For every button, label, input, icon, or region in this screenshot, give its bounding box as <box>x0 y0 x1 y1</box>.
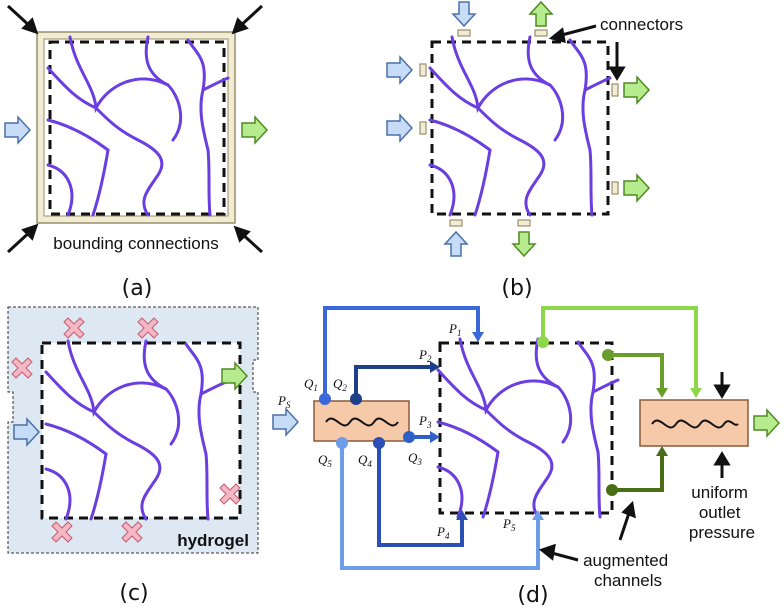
source-pressure-label: PS <box>277 393 291 410</box>
pressure-pointers <box>538 372 731 562</box>
pressure-label-5: P5 <box>502 516 516 533</box>
pressure-label-1: P1 <box>448 321 461 338</box>
hydrogel-label: hydrogel <box>177 531 249 550</box>
flow-label-3: Q3 <box>408 450 422 467</box>
panel-a: bounding connections (a) <box>4 4 269 301</box>
outlet-nodes <box>537 336 618 496</box>
connectors <box>419 29 619 227</box>
channel-network <box>428 35 612 217</box>
blocked-markers <box>11 317 241 543</box>
reservoir-wave-icon <box>651 419 739 429</box>
outlet-arrows <box>511 0 651 258</box>
panel-d: PS P1 P2 P3 P4 P5 Q1 Q2 <box>272 306 781 608</box>
pump-wave-icon <box>325 417 399 427</box>
corner-arrows <box>6 4 264 254</box>
connectors-label: connectors <box>600 15 683 34</box>
flow-channel-2 <box>354 365 432 399</box>
pressure-labels: PS P1 P2 P3 P4 P5 <box>277 321 516 541</box>
flow-channel-1 <box>323 306 480 399</box>
connector-pointers <box>548 24 626 81</box>
pressure-label-4: P4 <box>436 524 450 541</box>
bounding-connections-label: bounding connections <box>53 234 218 253</box>
pressure-label-3: P3 <box>418 413 432 430</box>
augmented-outlet-channels <box>541 306 698 492</box>
caption-c: (c) <box>119 581 148 606</box>
inlet-arrow <box>13 417 41 447</box>
flow-label-1: Q1 <box>304 376 318 393</box>
inlet-arrowheads <box>430 332 544 520</box>
inlet-arrows <box>386 1 477 257</box>
outlet-arrow <box>241 115 269 145</box>
flow-channel-5 <box>340 443 540 570</box>
source-inlet-arrow <box>272 407 300 437</box>
pressure-label-2: P2 <box>418 347 432 364</box>
panel-b: connectors (b) <box>386 0 683 301</box>
network-boundary <box>438 341 614 515</box>
inlet-arrow <box>4 115 32 145</box>
flow-labels: Q1 Q2 Q3 Q4 Q5 <box>304 376 422 469</box>
flow-label-4: Q4 <box>358 452 372 469</box>
caption-b: (b) <box>501 276 532 301</box>
outlet-arrowheads <box>656 388 702 456</box>
panel-c: hydrogel (c) <box>7 306 259 606</box>
flow-label-5: Q5 <box>318 452 332 469</box>
network-boundary <box>40 341 242 520</box>
bounding-frame-inner <box>43 38 229 217</box>
flow-channel-4 <box>377 443 464 547</box>
flow-nodes <box>319 393 415 449</box>
outlet-reservoir <box>639 399 749 447</box>
network-boundary <box>48 40 226 216</box>
reservoir-outlet-arrow <box>753 408 781 438</box>
uniform-outlet-pressure-label: uniform outlet pressure <box>689 483 755 542</box>
augmented-channels-label: augmented channels <box>583 551 673 590</box>
channel-network <box>436 337 620 519</box>
flow-label-2: Q2 <box>333 376 347 393</box>
augmented-inlet-channels <box>323 306 540 570</box>
network-boundary <box>430 40 610 216</box>
caption-a: (a) <box>122 276 153 301</box>
caption-d: (d) <box>517 583 548 608</box>
outlet-arrow <box>221 361 249 391</box>
